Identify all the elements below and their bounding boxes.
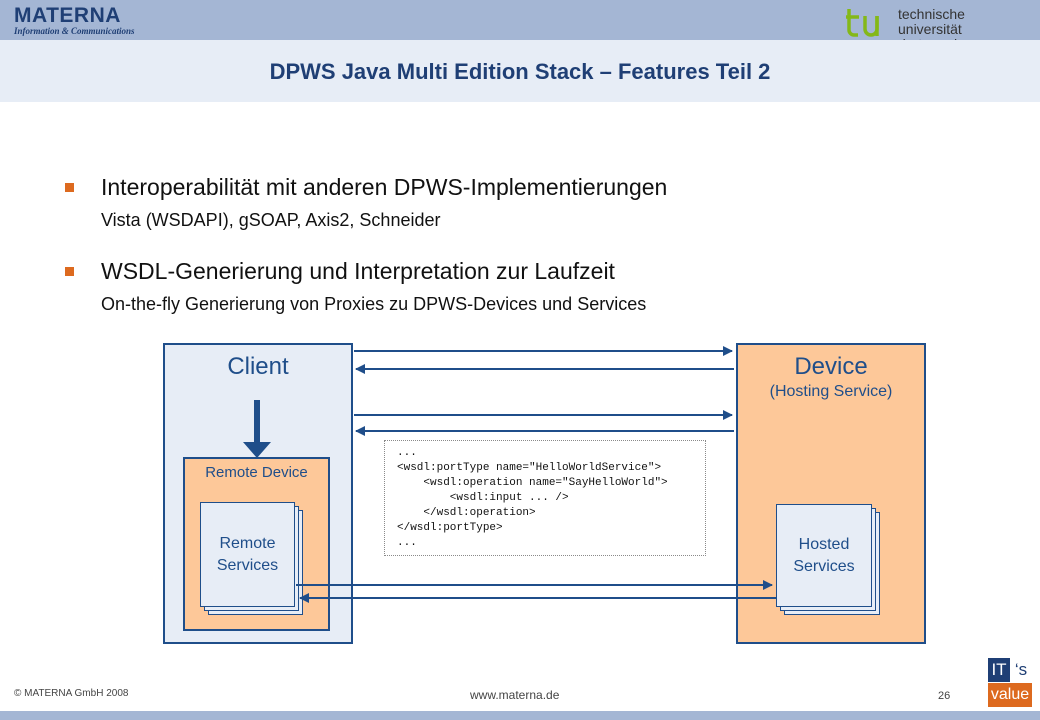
tu-logo-icon <box>846 9 879 37</box>
remote-device-label: Remote Device <box>205 464 308 481</box>
wsdl-line: ... <box>397 537 417 549</box>
wsdl-line: ... <box>397 447 417 459</box>
bullet-detail: On-the-fly Generierung von Proxies zu DP… <box>101 294 647 314</box>
copyright-text: © MATERNA GmbH 2008 <box>14 688 129 699</box>
remote-services-card: Remote Services <box>200 502 295 607</box>
bullet-square-icon <box>65 183 74 192</box>
bullet-heading: Interoperabilität mit anderen DPWS-Imple… <box>101 174 668 200</box>
bottom-bar <box>0 711 1040 720</box>
its-logo-value: value <box>988 683 1032 707</box>
wsdl-line: </wsdl:portType> <box>397 522 503 534</box>
tu-logo-line1: technische universität <box>898 6 965 37</box>
materna-logo: MATERNA Information & Communications <box>14 4 135 36</box>
client-label: Client <box>227 353 289 380</box>
bullet-heading: WSDL-Generierung und Interpretation zur … <box>101 258 615 284</box>
its-value-logo: IT ‘s value <box>988 658 1032 708</box>
wsdl-line: <wsdl:operation name="SayHelloWorld"> <box>397 477 668 489</box>
hosted-services-card: Hosted Services <box>776 504 872 607</box>
footer-url[interactable]: www.materna.de <box>470 688 560 702</box>
its-logo-s: ‘s <box>1014 660 1028 679</box>
page-number: 26 <box>938 690 951 702</box>
bullet-square-icon <box>65 267 74 276</box>
device-label: Device <box>794 353 868 380</box>
its-logo-it: IT <box>988 658 1010 682</box>
title-bar <box>0 40 1040 102</box>
remote-services-line2: Services <box>216 556 279 574</box>
down-arrow-head-icon <box>243 442 271 458</box>
wsdl-snippet-box: ... <wsdl:portType name="HelloWorldServi… <box>384 440 706 556</box>
device-sublabel: (Hosting Service) <box>769 383 893 400</box>
hosted-services-line1: Hosted <box>798 535 850 553</box>
wsdl-line: <wsdl:input ... /> <box>397 492 569 504</box>
wsdl-line: <wsdl:portType name="HelloWorldService"> <box>397 462 662 474</box>
materna-logo-name: MATERNA <box>14 4 121 27</box>
wsdl-line: </wsdl:operation> <box>397 507 536 519</box>
bullet-detail: Vista (WSDAPI), gSOAP, Axis2, Schneider <box>101 210 441 230</box>
materna-logo-tagline: Information & Communications <box>14 26 135 36</box>
page-title: DPWS Java Multi Edition Stack – Features… <box>269 59 771 84</box>
remote-services-line1: Remote <box>219 534 276 552</box>
hosted-services-line2: Services <box>793 557 855 575</box>
